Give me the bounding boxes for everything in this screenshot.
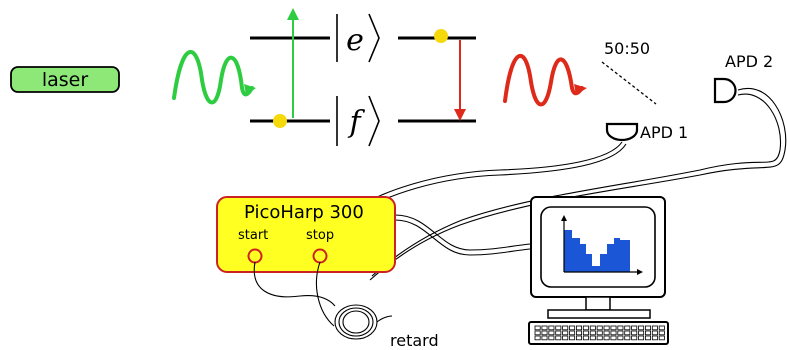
energy-levels-emission [398,29,476,123]
keyboard-key [582,335,589,341]
keyboard-key [555,335,562,341]
laser-label: laser [42,69,89,91]
keyboard-key [610,335,617,341]
picoharp-counter: PicoHarp 300 start stop [216,196,396,273]
keyboard-key [645,325,652,331]
stop-port[interactable] [312,248,328,264]
counter-title: PicoHarp 300 [244,202,364,223]
keyboard-key [617,335,624,341]
keyboard-key [534,325,541,331]
keyboard-key [658,325,665,331]
keyboard-key [534,330,541,336]
keyboard-key [576,335,583,341]
keyboard-key [541,335,548,341]
apd-2-label: APD 2 [725,52,773,71]
keyboard-key [576,330,583,336]
monitor-icon [530,196,666,319]
keyboard-key [569,330,576,336]
keyboard-key [589,330,596,336]
keyboard-key [638,335,645,341]
emission-photon-icon [503,53,587,107]
keyboard-key [555,325,562,331]
keyboard-key [638,325,645,331]
keyboard-key [569,335,576,341]
keyboard-key [617,330,624,336]
keyboard-key [651,330,658,336]
excited-population-dot [434,29,448,43]
keyboard-key [603,330,610,336]
keyboard-key [582,325,589,331]
ground-population-dot [273,114,287,128]
keyboard-key [624,335,631,341]
keyboard-key [596,335,603,341]
apd-1-label: APD 1 [640,123,688,142]
keyboard-key [548,330,555,336]
keyboard-key [596,325,603,331]
fiber-coil-icon: retard [253,261,439,350]
keyboard-key [541,325,548,331]
keyboard-key [603,325,610,331]
keyboard-key [638,330,645,336]
laser-source: laser [10,66,120,93]
keyboard-key [658,335,665,341]
excitation-photon-icon [172,49,256,105]
keyboard-key [555,330,562,336]
svg-text:f: f [347,105,365,140]
keyboard-key [658,330,665,336]
keyboard-key [562,335,569,341]
keyboard-key [645,330,652,336]
start-label: start [238,228,268,243]
keyboard-key [603,335,610,341]
apd-1-detector-icon: APD 1 [605,122,688,142]
keyboard-key [624,330,631,336]
state-f-label: f [336,95,380,147]
beam-splitter: 50:50 [601,39,657,105]
splitter-label: 50:50 [604,39,650,58]
keyboard-key [562,330,569,336]
svg-text:e: e [346,23,364,58]
stop-label: stop [306,228,334,243]
keyboard-key [596,330,603,336]
keyboard-key [548,325,555,331]
keyboard-key [617,325,624,331]
state-e-label: e [336,13,380,63]
histogram-plot [561,215,643,275]
keyboard-key [569,325,576,331]
keyboard-key [548,335,555,341]
keyboard-key [651,335,658,341]
keyboard-key [610,330,617,336]
keyboard-key [541,330,548,336]
keyboard-key [589,325,596,331]
keyboard-key [645,335,652,341]
keyboard-icon [528,321,669,345]
keyboard-key [534,335,541,341]
energy-levels-absorption [250,8,330,128]
delay-label: retard [390,331,439,350]
keyboard-key [631,325,638,331]
keyboard-key [651,325,658,331]
keyboard-key [631,335,638,341]
keyboard-key [610,325,617,331]
start-port[interactable] [247,248,263,264]
keyboard-key [576,325,583,331]
keyboard-key [631,330,638,336]
keyboard-key [624,325,631,331]
keyboard-key [582,330,589,336]
apd-2-detector-icon: APD 2 [713,52,773,104]
keyboard-key [589,335,596,341]
keyboard-key [562,325,569,331]
